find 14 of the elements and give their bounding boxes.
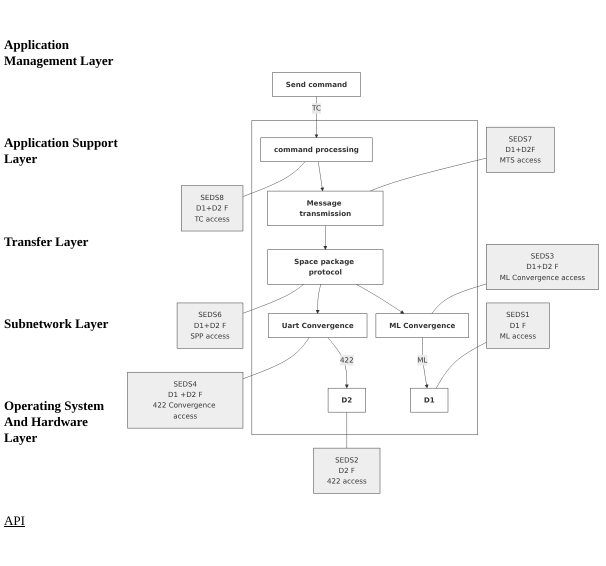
interface-label: API <box>4 512 26 529</box>
cluster <box>252 120 478 436</box>
connector <box>432 284 487 314</box>
connector <box>242 162 306 197</box>
connector <box>346 412 348 448</box>
layer-label: Application Support Layer <box>4 135 119 168</box>
layer-label: Subnetwork Layer <box>4 316 110 332</box>
layer-label: Application Management Layer <box>4 37 114 70</box>
connector <box>242 284 304 314</box>
connector <box>436 342 487 388</box>
connector <box>370 158 487 192</box>
connector <box>242 337 310 380</box>
layer-label: Transfer Layer <box>4 234 90 250</box>
layer-label: Operating System And Hardware Layer <box>4 398 106 446</box>
